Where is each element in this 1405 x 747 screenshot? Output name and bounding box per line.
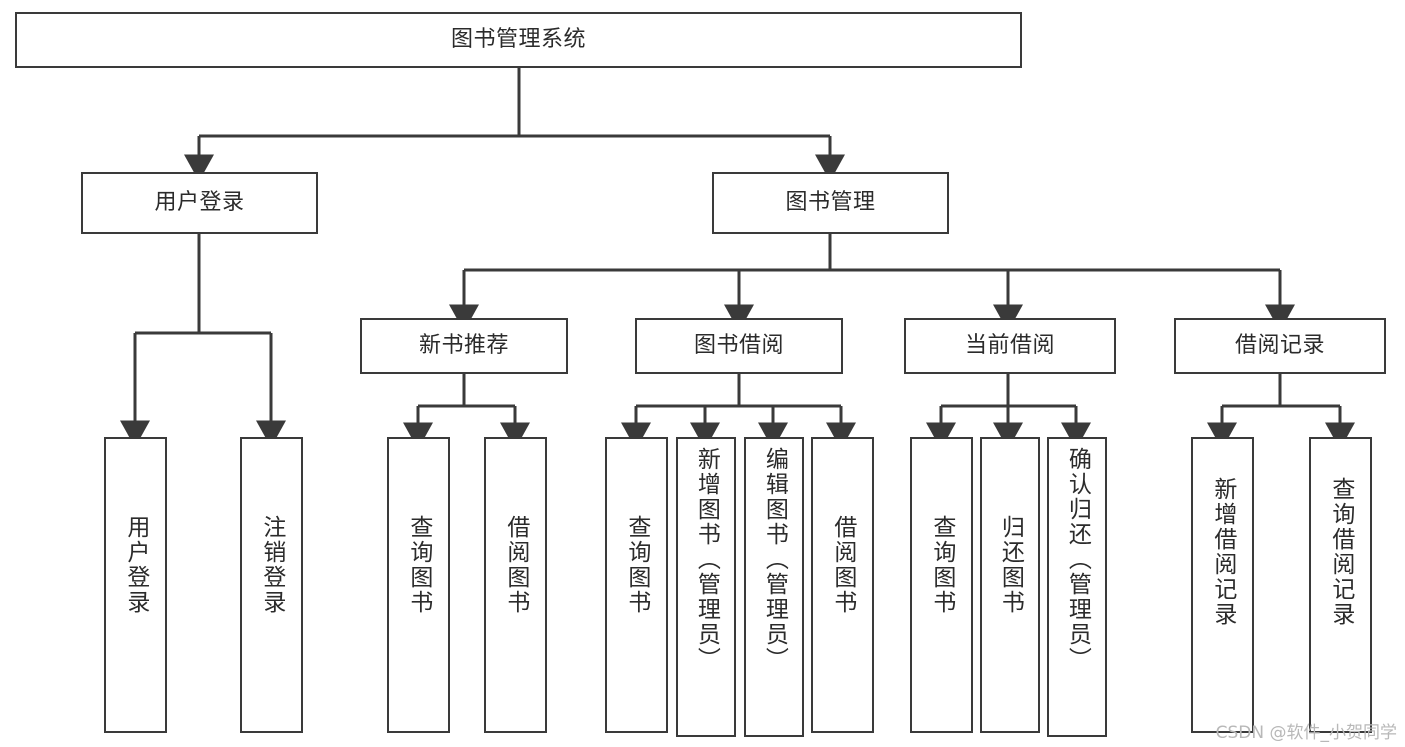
node-label: 借阅图书 (502, 515, 529, 615)
leaf-current-borrow-query[interactable]: 查询图书 (910, 437, 973, 733)
leaf-book-borrow-add-admin[interactable]: 新增图书（管理员） (676, 437, 736, 737)
node-label: 新增图书（管理员） (693, 447, 720, 672)
leaf-user-login-signout[interactable]: 注销登录 (240, 437, 303, 733)
node-label: 编辑图书（管理员） (761, 447, 788, 672)
node-label: 查询借阅记录 (1327, 477, 1354, 627)
node-label: 新书推荐 (418, 332, 509, 358)
leaf-book-borrow-borrow[interactable]: 借阅图书 (811, 437, 874, 733)
node-label: 用户登录 (154, 189, 245, 215)
leaf-current-borrow-return[interactable]: 归还图书 (980, 437, 1040, 733)
node-label: 新增借阅记录 (1209, 477, 1236, 627)
csdn-watermark: CSDN @软件_小贺同学 (1215, 723, 1397, 743)
leaf-current-borrow-confirm-admin[interactable]: 确认归还（管理员） (1047, 437, 1107, 737)
leaf-new-book-query[interactable]: 查询图书 (387, 437, 450, 733)
node-root-library-system[interactable]: 图书管理系统 (15, 12, 1022, 68)
node-label: 当前借阅 (964, 332, 1055, 358)
node-borrow-record[interactable]: 借阅记录 (1174, 318, 1386, 374)
node-label: 查询图书 (928, 515, 955, 615)
node-label: 确认归还（管理员） (1064, 447, 1091, 672)
leaf-book-borrow-query[interactable]: 查询图书 (605, 437, 668, 733)
node-book-borrow[interactable]: 图书借阅 (635, 318, 843, 374)
node-label: 查询图书 (405, 515, 432, 615)
node-label: 借阅图书 (829, 515, 856, 615)
leaf-borrow-record-add[interactable]: 新增借阅记录 (1191, 437, 1254, 733)
node-label: 图书借阅 (693, 332, 784, 358)
node-label: 查询图书 (623, 515, 650, 615)
node-current-borrow[interactable]: 当前借阅 (904, 318, 1116, 374)
node-book-management[interactable]: 图书管理 (712, 172, 949, 234)
node-new-book-recommend[interactable]: 新书推荐 (360, 318, 568, 374)
node-label: 图书管理系统 (450, 26, 586, 52)
node-label: 用户登录 (122, 515, 149, 615)
leaf-new-book-borrow[interactable]: 借阅图书 (484, 437, 547, 733)
leaf-user-login-signin[interactable]: 用户登录 (104, 437, 167, 733)
leaf-borrow-record-query[interactable]: 查询借阅记录 (1309, 437, 1372, 733)
node-label: 注销登录 (258, 515, 285, 615)
node-label: 图书管理 (785, 189, 876, 215)
node-label: 借阅记录 (1234, 332, 1325, 358)
node-user-login[interactable]: 用户登录 (81, 172, 318, 234)
node-label: 归还图书 (997, 515, 1024, 615)
leaf-book-borrow-edit-admin[interactable]: 编辑图书（管理员） (744, 437, 804, 737)
